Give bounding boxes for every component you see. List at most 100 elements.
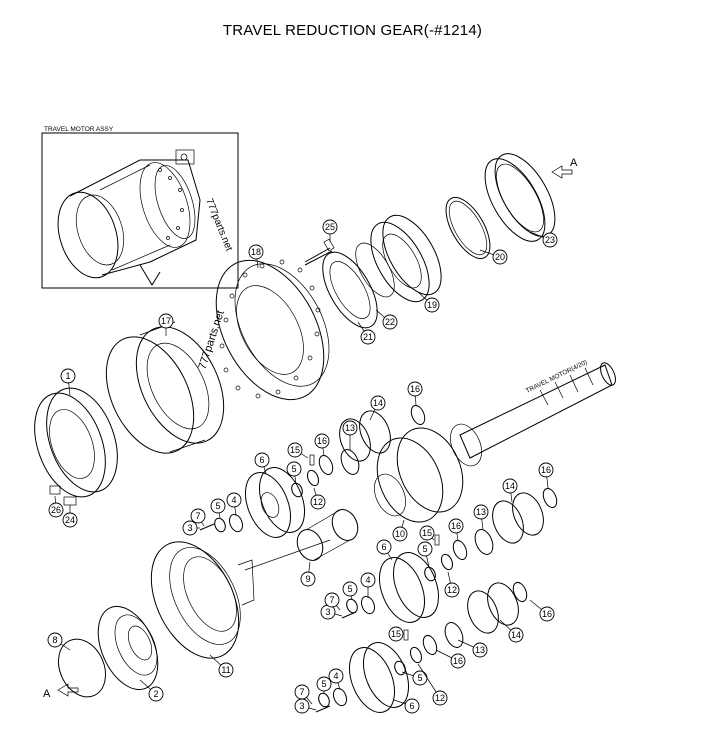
callout-number: 5 [215,501,220,511]
part-cover-8 [57,638,107,698]
callout-number: 7 [329,595,334,605]
callout-3: 3 [320,604,343,620]
callout-23: 23 [529,231,558,248]
callout-number: 17 [161,316,171,326]
part-shaft-travel-motor: TRAVEL MOTOR(4/20) [459,359,616,459]
callout-2: 2 [139,679,164,702]
callout-balloon [417,541,433,557]
callout-6: 6 [376,539,393,561]
callout-number: 5 [291,464,296,474]
callout-20: 20 [479,249,508,265]
callout-number: 12 [435,693,445,703]
callout-13: 13 [342,420,358,450]
callout-balloon [324,592,340,608]
callout-7: 7 [294,684,313,705]
callout-number: 23 [545,235,555,245]
callout-balloon [322,219,338,235]
callout-balloon [314,433,330,449]
callout-balloon [342,420,358,436]
callout-balloon [286,461,302,477]
callout-number: 25 [325,222,335,232]
callout-balloon [300,571,316,587]
callout-16: 16 [314,433,330,457]
callout-12: 12 [444,571,460,598]
callout-number: 14 [505,481,515,491]
callout-balloon [539,606,555,622]
callout-number: 5 [347,584,352,594]
callout-5: 5 [401,670,428,686]
callout-number: 3 [187,523,192,533]
callout-balloon [392,526,408,542]
callout-18: 18 [248,244,264,269]
callout-number: 12 [447,585,457,595]
callout-number: 20 [495,252,505,262]
part-seal-22 [322,251,378,329]
callout-balloon [60,368,76,384]
callout-number: 18 [251,247,261,257]
callout-15: 15 [287,442,309,459]
diagram-title: TRAVEL REDUCTION GEAR(-#1214) [222,22,483,39]
callout-14: 14 [499,619,524,643]
callout-5: 5 [286,461,302,485]
part-ring-gear-17 [105,321,225,454]
callout-24: 24 [62,505,78,528]
callout-number: 4 [365,575,370,585]
callout-number: 6 [409,701,414,711]
callout-balloon [376,539,392,555]
callout-balloon [407,381,423,397]
part-bearing-13 [340,449,494,648]
callout-14: 14 [502,478,518,503]
callout-balloon [210,498,226,514]
callout-balloon [328,668,344,684]
callout-16: 16 [448,518,464,542]
callout-balloon [508,627,524,643]
callout-16: 16 [435,649,466,669]
callout-balloon [360,329,376,345]
callout-number: 3 [299,701,304,711]
callout-26: 26 [48,495,64,518]
callout-balloon [424,297,440,313]
callout-6: 6 [393,698,420,714]
callout-number: 6 [259,455,264,465]
callout-number: 4 [231,495,236,505]
callout-number: 15 [422,528,432,538]
view-label-bottom: A [43,688,51,700]
callout-number: 14 [511,630,521,640]
callout-7: 7 [190,508,206,527]
part-pin-3-7 [199,523,357,713]
callout-25: 25 [322,219,338,242]
callout-number: 6 [381,542,386,552]
part-planet-gear-6 [245,467,439,713]
callout-13: 13 [457,639,488,658]
callout-number: 13 [345,423,355,433]
callout-number: 11 [221,665,230,675]
callout-number: 7 [299,687,304,697]
watermark-inset: 777parts.net [203,197,234,253]
callout-balloon [182,520,198,536]
callout-number: 13 [476,507,486,517]
callout-16: 16 [538,462,554,489]
callout-17: 17 [158,313,174,336]
callout-number: 16 [542,609,552,619]
view-arrow-top: A [551,157,578,179]
callout-4: 4 [360,572,376,598]
callout-number: 26 [51,505,61,515]
callout-balloon [538,462,554,478]
part-hub-2 [97,605,159,691]
callout-12: 12 [417,663,448,706]
callout-balloon [226,492,242,508]
callout-balloon [473,504,489,520]
callout-4: 4 [328,668,344,691]
callout-7: 7 [324,592,341,611]
part-housing-18 [215,259,330,401]
part-washer-16 [318,404,558,656]
watermark-main: 777parts.net [196,309,226,371]
callout-balloon [148,686,164,702]
callout-22: 22 [375,309,398,330]
callout-number: 16 [410,384,420,394]
callout-5: 5 [210,498,226,519]
part-carrier-14 [339,410,544,634]
callout-13: 13 [473,504,489,531]
